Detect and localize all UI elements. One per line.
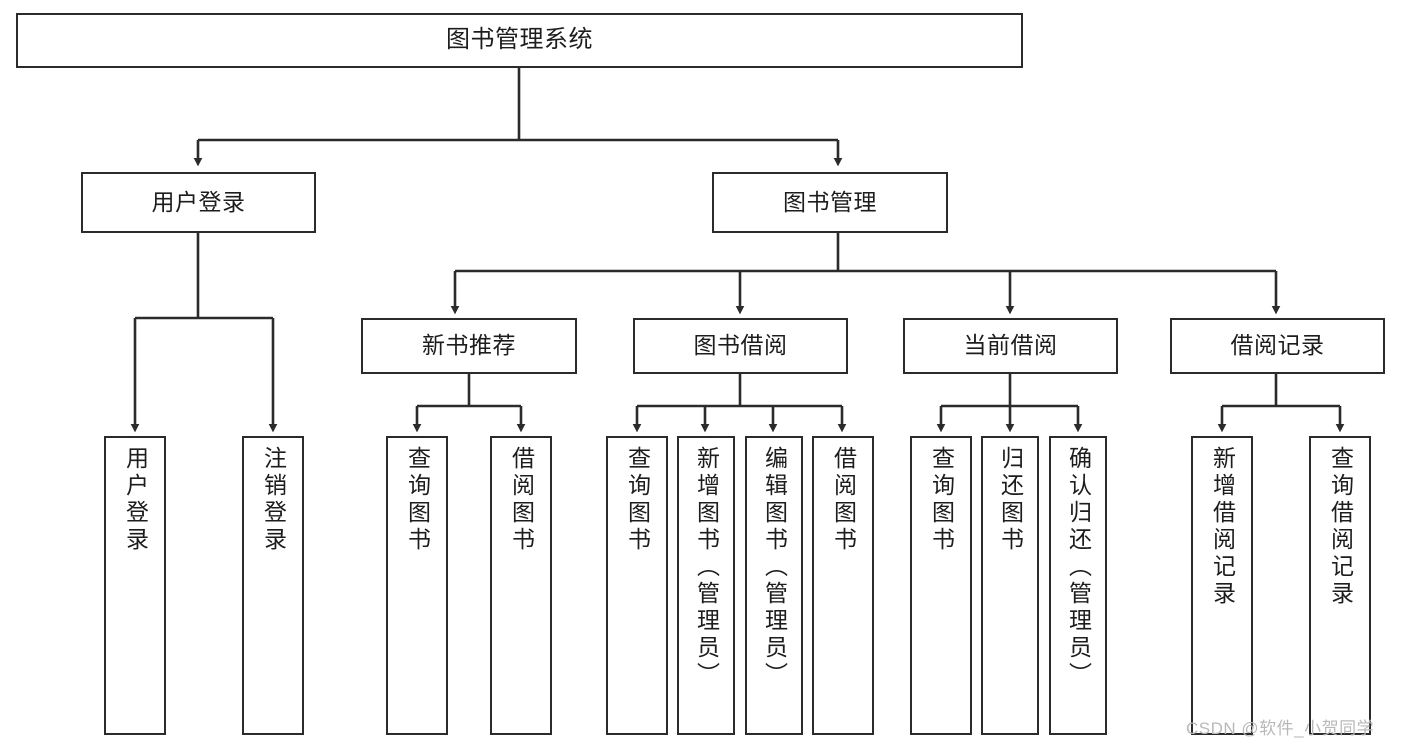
node-leaf-borrow-book-2[interactable]: 借阅图书 <box>812 436 874 735</box>
node-leaf-edit-book[interactable]: 编辑图书（管理员） <box>745 436 803 735</box>
node-leaf-confirm-return[interactable]: 确认归还（管理员） <box>1049 436 1107 735</box>
node-label: 新增借阅记录 <box>1209 446 1236 608</box>
node-leaf-borrow-book-1[interactable]: 借阅图书 <box>490 436 552 735</box>
node-label: 查询图书 <box>624 446 651 554</box>
node-leaf-query-book-3[interactable]: 查询图书 <box>910 436 972 735</box>
node-leaf-add-book[interactable]: 新增图书（管理员） <box>677 436 735 735</box>
node-leaf-user-logout[interactable]: 注销登录 <box>242 436 304 735</box>
node-label: 查询借阅记录 <box>1327 446 1354 608</box>
node-label: 查询图书 <box>404 446 431 554</box>
node-label: 借阅图书 <box>830 446 857 554</box>
node-label: 新增图书（管理员） <box>693 446 720 689</box>
node-book-manage[interactable]: 图书管理 <box>712 172 948 233</box>
node-label: 借阅图书 <box>508 446 535 554</box>
node-label: 新书推荐 <box>422 332 516 359</box>
node-leaf-query-record[interactable]: 查询借阅记录 <box>1309 436 1371 735</box>
node-user-login[interactable]: 用户登录 <box>81 172 316 233</box>
node-borrow-record[interactable]: 借阅记录 <box>1170 318 1385 374</box>
node-book-borrow[interactable]: 图书借阅 <box>633 318 848 374</box>
node-leaf-query-book-1[interactable]: 查询图书 <box>386 436 448 735</box>
node-label: 图书借阅 <box>693 332 788 359</box>
node-new-book-recommend[interactable]: 新书推荐 <box>361 318 577 374</box>
node-label: 图书管理系统 <box>446 26 593 54</box>
node-leaf-query-book-2[interactable]: 查询图书 <box>606 436 668 735</box>
node-label: 当前借阅 <box>963 332 1058 359</box>
node-label: 归还图书 <box>997 446 1024 554</box>
node-leaf-user-login[interactable]: 用户登录 <box>104 436 166 735</box>
node-label: 注销登录 <box>260 446 287 554</box>
node-label: 用户登录 <box>151 188 246 215</box>
node-leaf-return-book[interactable]: 归还图书 <box>981 436 1039 735</box>
node-label: 借阅记录 <box>1230 332 1325 359</box>
node-leaf-add-record[interactable]: 新增借阅记录 <box>1191 436 1253 735</box>
node-label: 图书管理 <box>783 188 877 215</box>
node-label: 确认归还（管理员） <box>1065 446 1092 689</box>
node-root-book-management-system[interactable]: 图书管理系统 <box>16 13 1023 68</box>
node-label: 查询图书 <box>928 446 955 554</box>
node-current-borrow[interactable]: 当前借阅 <box>903 318 1118 374</box>
node-label: 编辑图书（管理员） <box>761 446 788 689</box>
node-label: 用户登录 <box>122 446 149 554</box>
